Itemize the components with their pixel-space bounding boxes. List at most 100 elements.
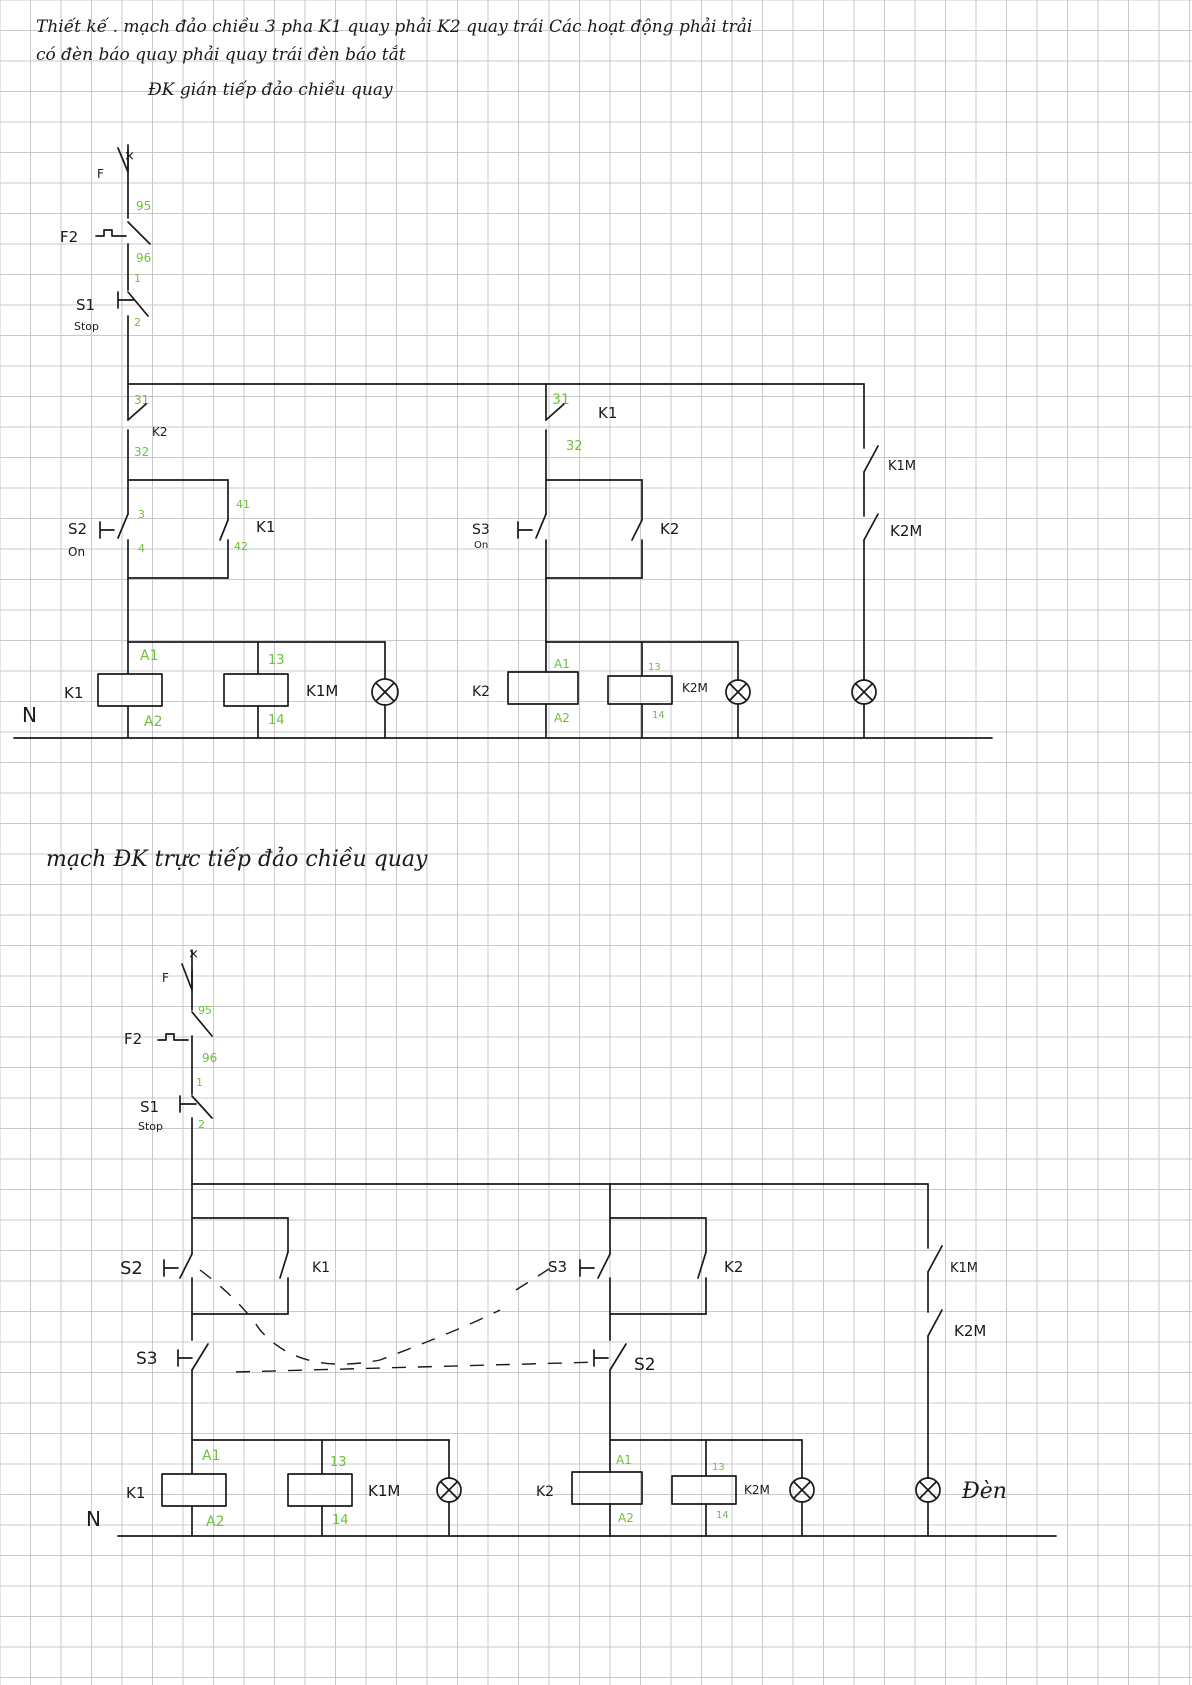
circuit-1: F × F2 95 96 S1 Stop 1 2 31 K2 32 S2 On <box>13 144 993 739</box>
s2-label: S2 <box>120 1258 143 1279</box>
k2-coil-label: K2 <box>472 684 490 700</box>
s1-sub: Stop <box>138 1120 163 1133</box>
k2-coil <box>507 671 579 705</box>
s3-contact <box>535 513 547 539</box>
stop-actuator <box>179 1095 197 1113</box>
s2-actuator <box>99 521 115 539</box>
k2m-t13: 13 <box>712 1462 725 1473</box>
s2-term-3: 3 <box>138 508 145 521</box>
s3-actuator <box>517 521 533 539</box>
s2-contact <box>179 1253 193 1279</box>
f2-label: F2 <box>124 1030 142 1048</box>
s1-label: S1 <box>140 1098 159 1116</box>
k2m-t14: 14 <box>716 1510 729 1521</box>
note-line-1: Thiết kế . mạch đảo chiều 3 pha K1 quay … <box>36 17 752 37</box>
k1m-label: K1M <box>368 1482 400 1500</box>
section2-title: mạch ĐK trực tiếp đảo chiều quay <box>46 846 428 872</box>
neutral-label: N <box>22 703 37 727</box>
k2-coil-label: K2 <box>536 1484 554 1500</box>
k1-a1-term: A1 <box>140 648 158 664</box>
note-line-2: có đèn báo quay phải quay trái đèn báo t… <box>36 45 406 65</box>
stop-contact <box>191 1095 213 1119</box>
k1nc2-top-term: 31 <box>552 392 570 408</box>
k2-a1-term: A1 <box>616 1453 632 1467</box>
term-1: 1 <box>196 1076 203 1089</box>
term-95: 95 <box>198 1004 212 1017</box>
overload-contact <box>191 1011 213 1037</box>
s2-term-4: 4 <box>138 542 145 555</box>
s2-actuator <box>163 1259 179 1277</box>
term-95: 95 <box>136 199 151 213</box>
k2m-nc-label: K2M <box>954 1322 986 1340</box>
k1hold-label: K1 <box>312 1260 330 1276</box>
s3-label: S3 <box>548 1258 567 1276</box>
k2-coil <box>571 1471 643 1505</box>
k2m-nc-label: K2M <box>890 522 922 540</box>
k2-hold-contact <box>631 519 643 541</box>
k2-a2-term: A2 <box>618 1511 634 1525</box>
neutral-label: N <box>86 1507 101 1531</box>
k2hold-label: K2 <box>660 520 679 538</box>
k2hold-label: K2 <box>724 1258 743 1276</box>
s2-label: S2 <box>68 520 87 538</box>
k1m-t13: 13 <box>330 1455 347 1470</box>
k1nc2-label: K1 <box>598 404 617 422</box>
k1-hold-contact <box>279 1251 289 1279</box>
k2m-coil <box>607 675 673 705</box>
k1-a1-term: A1 <box>202 1448 220 1464</box>
k1-a2-term: A2 <box>144 714 162 730</box>
k2-nc-contact <box>127 403 147 421</box>
stop-contact <box>127 291 149 317</box>
k1m-coil <box>223 673 289 707</box>
k2m-coil <box>671 1475 737 1505</box>
s2-nc-actuator <box>593 1349 609 1367</box>
term-96: 96 <box>202 1051 217 1065</box>
k1m-nc-contact <box>863 445 879 473</box>
k2nc-label: K2 <box>152 425 168 439</box>
overload-actuator <box>95 229 127 237</box>
lamp-label: Đèn <box>961 1479 1007 1504</box>
k1hold-top-term: 41 <box>236 498 250 511</box>
k1m-coil <box>287 1473 353 1507</box>
k1hold-label: K1 <box>256 518 275 536</box>
k2m-nc-contact <box>863 513 879 541</box>
lamp-k2m-icon <box>789 1477 815 1503</box>
lamp-off-icon <box>851 679 877 705</box>
fuse-mark: × <box>188 947 199 962</box>
k1m-nc-label: K1M <box>888 459 916 474</box>
term-1: 1 <box>134 272 141 285</box>
s1-sub: Stop <box>74 320 99 333</box>
note-line-3: ĐK gián tiếp đảo chiều quay <box>147 80 393 100</box>
fuse-mark: × <box>124 149 135 164</box>
lamp-k2m-icon <box>725 679 751 705</box>
s2nc-label: S2 <box>634 1355 656 1375</box>
k1m-nc-contact <box>927 1245 943 1273</box>
fuse-label: F <box>162 971 169 985</box>
fuse-symbol <box>181 963 193 991</box>
term-96: 96 <box>136 251 151 265</box>
s2-sub: On <box>68 545 85 559</box>
s1-label: S1 <box>76 296 95 314</box>
k1nc2-bot-term: 32 <box>566 439 583 454</box>
k1m-nc-label: K1M <box>950 1261 978 1276</box>
s3-actuator <box>579 1259 595 1277</box>
k2m-nc-contact <box>927 1309 943 1337</box>
overload-actuator <box>157 1033 189 1041</box>
k2nc-bot-term: 32 <box>134 445 149 459</box>
k1hold-bot-term: 42 <box>234 540 248 553</box>
term-2: 2 <box>198 1118 205 1131</box>
s3nc-label: S3 <box>136 1349 158 1369</box>
interlock-link-2 <box>235 1361 601 1373</box>
stop-actuator <box>117 291 135 309</box>
k2-a1-term: A1 <box>554 657 570 671</box>
k1m-label: K1M <box>306 682 338 700</box>
k2-a2-term: A2 <box>554 711 570 725</box>
interlock-link-1 <box>199 1269 501 1365</box>
interlock-link-3 <box>515 1261 561 1291</box>
f2-label: F2 <box>60 228 78 246</box>
k1-coil-label: K1 <box>64 684 83 702</box>
s3-label: S3 <box>472 522 490 538</box>
k1-coil <box>97 673 163 707</box>
